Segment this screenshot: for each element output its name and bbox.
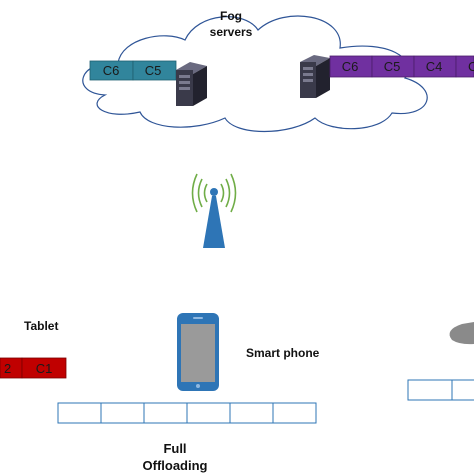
tablet-label: Tablet — [24, 319, 58, 333]
queue-cell — [455, 55, 474, 78]
tablet-queue: 2 C1 — [0, 357, 67, 379]
left-server-queue: C6 C5 — [89, 60, 177, 81]
queue-cell-label: C — [468, 59, 474, 74]
queue-slot — [272, 402, 317, 424]
server-tower-icon — [300, 55, 330, 98]
queue-cell-label: C4 — [426, 59, 443, 74]
queue-cell-label: 2 — [4, 361, 11, 376]
smartphone-label: Smart phone — [246, 346, 320, 360]
antenna-tower-icon — [191, 173, 237, 248]
queue-slot — [451, 379, 474, 401]
queue-slot — [100, 402, 145, 424]
smartphone-icon — [177, 313, 219, 391]
server-tower-icon — [176, 62, 207, 106]
queue-slot — [229, 402, 274, 424]
queue-cell — [21, 357, 67, 379]
device-partial-icon — [449, 322, 474, 345]
offloading-label-line2: Offloading — [143, 458, 208, 473]
queue-cell-label: C6 — [103, 63, 120, 78]
right-device-queue — [407, 379, 474, 401]
queue-cell-label: C5 — [145, 63, 162, 78]
right-server-queue: C6 C5 C4 C — [329, 55, 474, 78]
queue-slot — [407, 379, 453, 401]
queue-cell-label: C1 — [36, 361, 53, 376]
fog-cloud: Fog servers — [82, 9, 428, 132]
queue-cell-label: C6 — [342, 59, 359, 74]
smartphone-queue — [57, 402, 317, 424]
queue-cell-label: C5 — [384, 59, 401, 74]
queue-slot — [186, 402, 231, 424]
offloading-label-line1: Full — [163, 441, 186, 456]
queue-slot — [57, 402, 102, 424]
signal-waves — [191, 173, 237, 213]
queue-slot — [143, 402, 188, 424]
fog-label-line1: Fog — [220, 9, 242, 23]
fog-label-line2: servers — [210, 25, 253, 39]
